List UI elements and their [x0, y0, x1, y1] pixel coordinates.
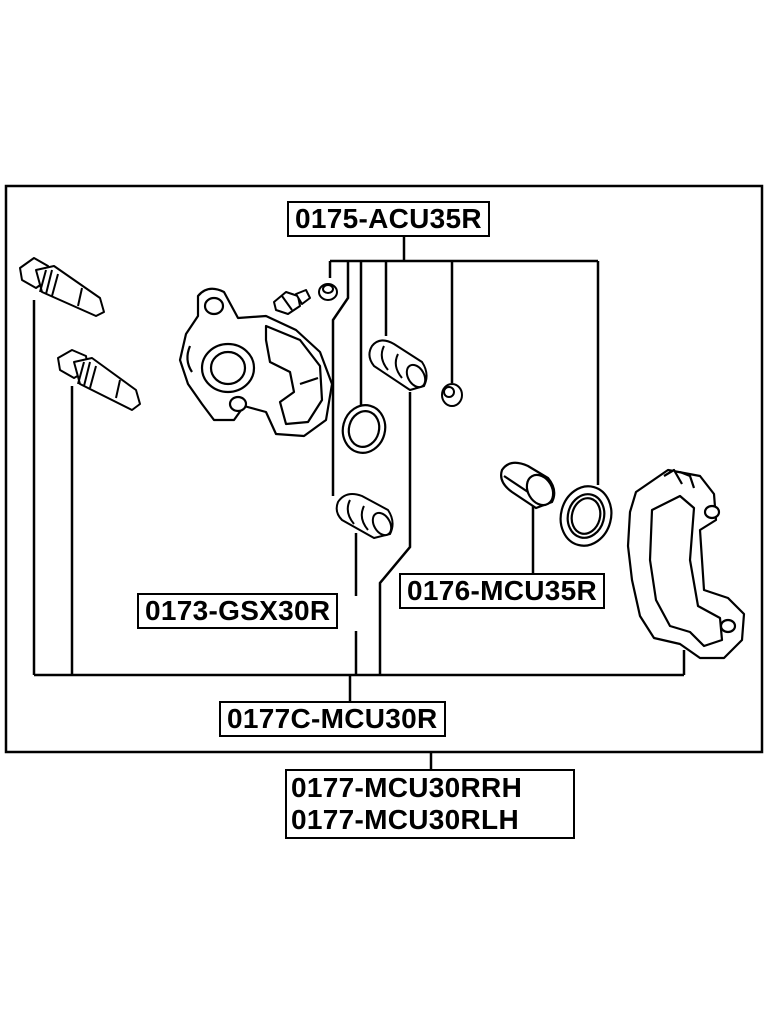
- guide-pin-upper: [19, 257, 105, 317]
- bleeder-cap: [318, 283, 338, 301]
- assembly-frame: [4, 184, 764, 754]
- dust-seal-ring: [341, 404, 387, 454]
- label-caliper-lh: 0177-MCU30RLH: [291, 804, 519, 835]
- guide-pin-lower: [57, 349, 141, 411]
- label-caliper-assembly: 0177-MCU30RRH 0177-MCU30RLH: [285, 769, 575, 839]
- label-caliper-carrier: 0177C-MCU30R: [219, 701, 446, 737]
- bleeder-screw: [273, 289, 311, 315]
- piston: [500, 461, 556, 510]
- piston-boot-upper: [368, 339, 428, 391]
- label-piston-seal-kit: 0176-MCU35R: [399, 573, 606, 609]
- label-guide-boot-kit: 0173-GSX30R: [137, 593, 339, 629]
- plug-cap: [441, 383, 463, 407]
- label-caliper-kit: 0175-ACU35R: [287, 201, 490, 237]
- leader-lines: [32, 235, 686, 770]
- caliper-body: [178, 287, 334, 438]
- piston-boot-lower: [335, 493, 394, 539]
- caliper-carrier: [626, 468, 746, 660]
- label-caliper-rh: 0177-MCU30RRH: [291, 772, 523, 803]
- piston-seal-ring: [559, 485, 613, 547]
